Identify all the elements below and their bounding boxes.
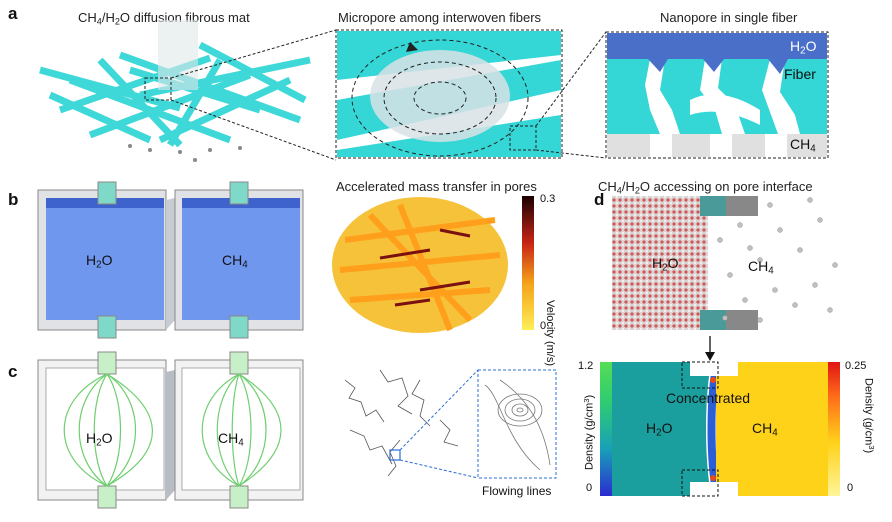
panel-c-h2o-label: H2O bbox=[86, 430, 112, 448]
flowing-lines-label: Flowing lines bbox=[482, 484, 551, 498]
panel-c-boxes bbox=[38, 352, 303, 508]
nano-fiber-label: Fiber bbox=[784, 66, 816, 82]
concentrated-label: Concentrated bbox=[666, 390, 750, 406]
panel-b-boxes bbox=[38, 182, 303, 338]
panel-b-ch4-label: CH4 bbox=[222, 252, 248, 270]
nano-h2o-label: H2O bbox=[790, 38, 816, 56]
md-h2o-label: H2O bbox=[652, 255, 678, 273]
panel-c-ch4-label: CH4 bbox=[218, 430, 244, 448]
left-density-colorbar bbox=[600, 362, 612, 496]
left-colorbar-label: Density (g/cm3) bbox=[582, 395, 595, 470]
density-h2o-label: H2O bbox=[646, 420, 672, 438]
right-density-colorbar bbox=[828, 362, 840, 496]
md-snapshot bbox=[612, 196, 758, 330]
right-colorbar-max: 0.25 bbox=[845, 360, 866, 372]
left-colorbar-min: 0 bbox=[586, 482, 592, 494]
panel-b-title: Accelerated mass transfer in pores bbox=[336, 179, 537, 194]
md-ch4-molecules bbox=[718, 198, 838, 323]
fiber-mat-column bbox=[158, 20, 198, 90]
md-ch4-label: CH4 bbox=[748, 258, 774, 276]
panel-b-h2o-label: H2O bbox=[86, 252, 112, 270]
panel-c-label: c bbox=[8, 362, 17, 382]
velocity-colorbar bbox=[522, 196, 534, 330]
velocity-colorbar-max: 0.3 bbox=[540, 193, 555, 205]
mat-molecules bbox=[128, 144, 242, 162]
panel-d-title: CH4/H2O accessing on pore interface bbox=[598, 179, 813, 195]
velocity-colorbar-label: Velocity (m/s) bbox=[544, 300, 556, 366]
right-colorbar-min: 0 bbox=[847, 482, 853, 494]
right-colorbar-label: Density (g/cm3) bbox=[863, 378, 876, 453]
left-colorbar-max: 1.2 bbox=[578, 360, 593, 372]
nano-ch4-label: CH4 bbox=[790, 136, 816, 154]
velocity-blob bbox=[332, 197, 508, 333]
flowing-lines-zoom bbox=[478, 370, 556, 478]
panel-b-label: b bbox=[8, 190, 18, 210]
density-ch4-label: CH4 bbox=[752, 420, 778, 438]
